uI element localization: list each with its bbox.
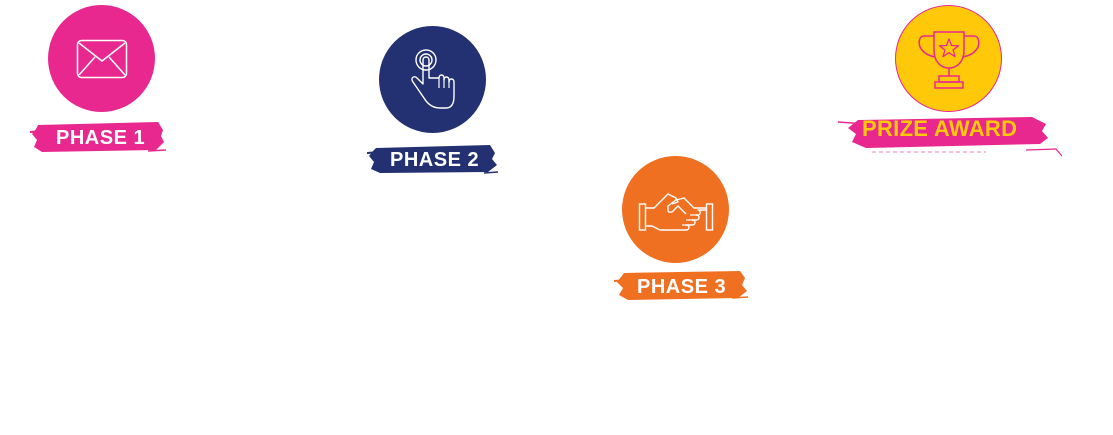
- phase-1-label: PHASE 1: [56, 127, 146, 149]
- trophy-icon: [918, 30, 979, 89]
- phase-2-brush-stroke: [366, 145, 498, 174]
- phase-3-label: PHASE 3: [637, 276, 727, 298]
- prize-award-brush-stroke: [837, 117, 1062, 157]
- phase-2-label: PHASE 2: [390, 149, 480, 171]
- prize-award-label: PRIZE AWARD: [862, 116, 1018, 141]
- phase-1-badge: [48, 5, 155, 112]
- phase-3-brush-stroke: [614, 271, 748, 300]
- envelope-icon: [76, 39, 127, 78]
- handshake-icon: [638, 192, 713, 231]
- phase-1-brush-stroke: [30, 122, 166, 152]
- phase-3-badge: [622, 156, 729, 263]
- phase-2-badge: [379, 26, 486, 133]
- prize-award-badge: [895, 5, 1002, 112]
- pointing-hand-icon: [410, 48, 455, 109]
